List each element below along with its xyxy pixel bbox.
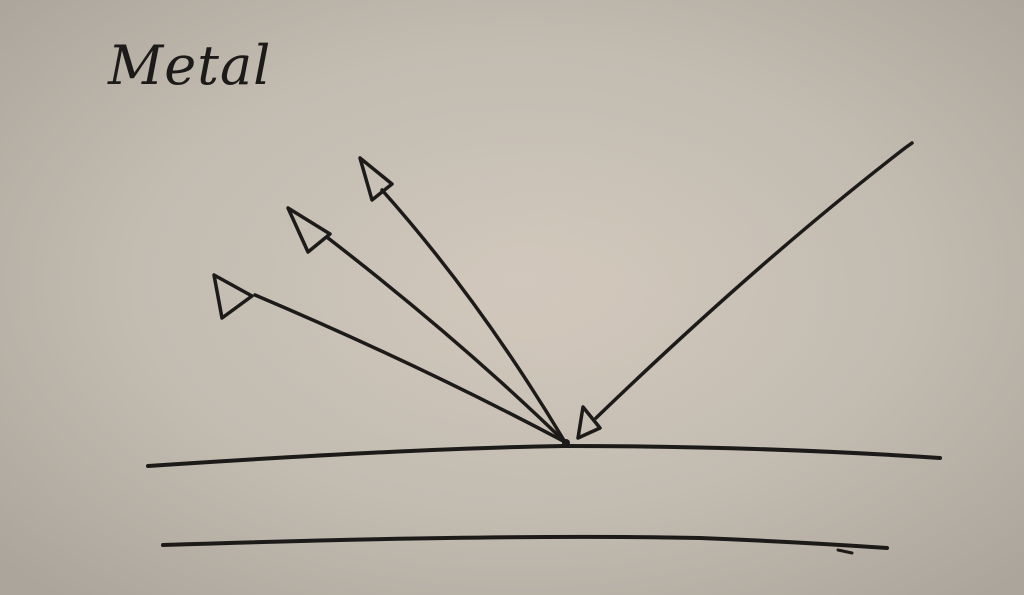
reflected-ray-3 — [380, 188, 567, 444]
metal-surface-line — [146, 444, 942, 468]
reflected-ray-1-arrowhead — [212, 273, 254, 320]
incoming-ray-arrowhead — [576, 405, 602, 440]
metal-lower-line — [161, 534, 889, 550]
incoming-ray — [594, 141, 914, 420]
incidence-point — [562, 439, 570, 447]
lower-line-tick — [836, 548, 854, 555]
reflected-ray-1 — [253, 293, 567, 444]
reflected-ray-2-arrowhead — [286, 206, 332, 254]
reflected-ray-2 — [326, 236, 567, 444]
reflected-ray-3-arrowhead — [358, 156, 394, 202]
diagram-title: Metal — [107, 34, 271, 97]
